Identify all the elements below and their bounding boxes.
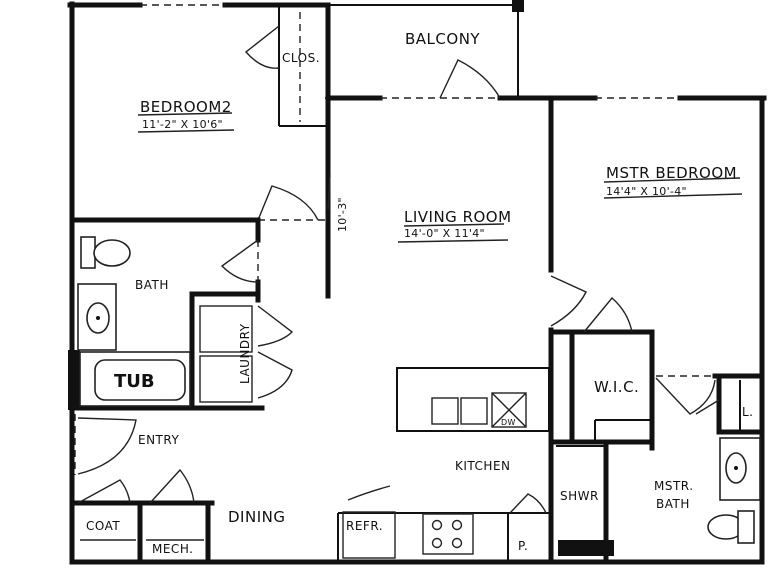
label-closet: CLOS. bbox=[282, 51, 320, 65]
label-entry: ENTRY bbox=[138, 433, 179, 447]
label-laundry: LAUNDRY bbox=[238, 323, 252, 384]
label-master-bath-line2: BATH bbox=[656, 497, 690, 511]
dimension-underlines bbox=[137, 112, 743, 243]
label-bedroom2-dimensions: 11'-2" X 10'6" bbox=[142, 118, 223, 131]
label-linen: L. bbox=[742, 405, 754, 419]
label-shower: SHWR bbox=[560, 489, 599, 503]
label-dishwasher: DW bbox=[501, 418, 516, 427]
label-refrigerator: REFR. bbox=[346, 519, 383, 533]
exterior-walls bbox=[67, 0, 767, 565]
label-coat: COAT bbox=[86, 519, 120, 533]
label-tub: TUB bbox=[114, 371, 155, 392]
bathtub-icon bbox=[79, 351, 191, 407]
label-bath: BATH bbox=[135, 278, 169, 292]
room-labels: BALCONY BEDROOM2 11'-2" X 10'6" CLOS. LI… bbox=[86, 30, 754, 556]
label-master-bath-line1: MSTR. bbox=[654, 479, 694, 493]
label-walk-in-closet: W.I.C. bbox=[594, 378, 639, 396]
label-balcony: BALCONY bbox=[405, 30, 480, 48]
toilet-icon bbox=[707, 510, 755, 544]
label-dining: DINING bbox=[228, 508, 285, 526]
sink-icon bbox=[719, 437, 761, 501]
label-master-bedroom-dimensions: 14'4" X 10'-4" bbox=[606, 185, 687, 198]
label-kitchen: KITCHEN bbox=[455, 459, 511, 473]
fixtures bbox=[77, 236, 761, 544]
interior-walls bbox=[69, 2, 765, 565]
label-living-room-dimensions: 14'-0" X 11'4" bbox=[404, 227, 485, 240]
label-bedroom2: BEDROOM2 bbox=[140, 98, 232, 116]
label-living-room: LIVING ROOM bbox=[404, 208, 512, 226]
sink-icon bbox=[77, 283, 117, 351]
label-pantry: P. bbox=[518, 539, 528, 553]
label-living-room-side-dimension: 10'-3" bbox=[336, 197, 349, 232]
label-master-bedroom: MSTR BEDROOM bbox=[606, 164, 737, 182]
label-mech: MECH. bbox=[152, 542, 193, 556]
doors bbox=[77, 25, 720, 514]
toilet-icon bbox=[80, 236, 131, 269]
